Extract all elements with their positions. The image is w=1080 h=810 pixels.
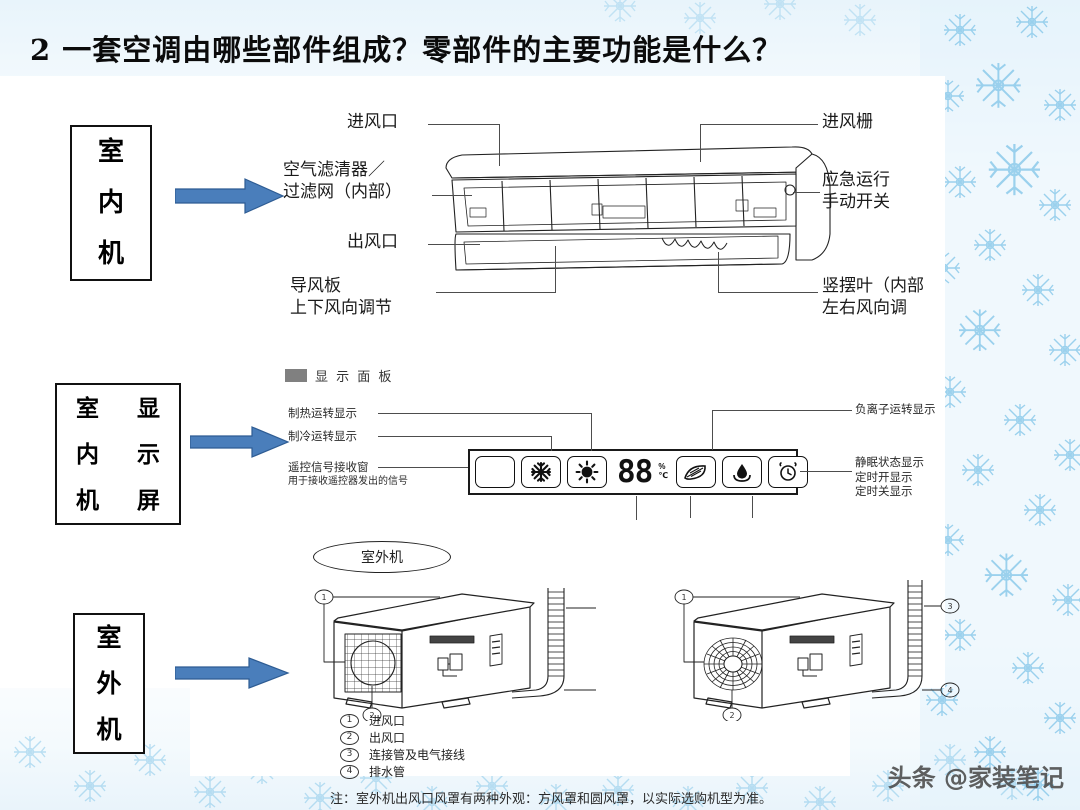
outdoor-unit-square-grille: 1 2 bbox=[314, 588, 596, 721]
label-char: 外 bbox=[96, 668, 122, 698]
label-char: 示 bbox=[137, 440, 160, 468]
legend-number: 3 bbox=[340, 748, 359, 762]
leader-line bbox=[712, 410, 852, 411]
leader-line bbox=[555, 246, 556, 293]
legend-number: 1 bbox=[340, 714, 359, 728]
oval-label-text: 室外机 bbox=[361, 550, 403, 566]
leader-line bbox=[718, 292, 818, 293]
label-char: 室 bbox=[76, 394, 99, 422]
leader-line bbox=[712, 410, 713, 450]
callout-indoor-air-filter: 空气滤清器／ 过滤网（内部） bbox=[283, 160, 402, 202]
section-label-indoor-display: 室 显 内 示 机 屏 bbox=[55, 383, 181, 525]
callout-number: 2 bbox=[369, 711, 374, 720]
receiver-window-icon[interactable] bbox=[475, 456, 515, 488]
callout-cooling-indicator: 制冷运转显示 bbox=[288, 429, 357, 443]
callout-indoor-air-outlet: 出风口 bbox=[347, 232, 398, 252]
leader-line bbox=[428, 244, 480, 245]
watermark: 头条 @家装笔记 bbox=[887, 764, 1064, 792]
outdoor-unit-oval-label: 室外机 bbox=[313, 541, 451, 573]
leader-line bbox=[428, 124, 500, 125]
callout-number: 4 bbox=[947, 686, 952, 695]
leader-line bbox=[551, 436, 552, 451]
legend-number: 2 bbox=[340, 731, 359, 745]
alarm-clock-icon[interactable] bbox=[768, 456, 809, 488]
swatch-icon bbox=[285, 369, 307, 382]
callout-indoor-vertical-vane: 竖摆叶（内部 左右风向调 bbox=[822, 276, 924, 318]
leader-line bbox=[432, 195, 472, 196]
callout-anion-indicator: 负离子运转显示 bbox=[855, 402, 936, 416]
legend-item: 1 进风口 bbox=[340, 714, 465, 728]
label-char: 屏 bbox=[137, 486, 160, 514]
unit-celsius: ℃ bbox=[658, 471, 669, 480]
leader-line bbox=[718, 252, 719, 293]
label-char: 机 bbox=[97, 238, 124, 269]
leader-line bbox=[690, 496, 691, 518]
callout-sleep-timer-indicators: 静眠状态显示 定时开显示 定时关显示 bbox=[855, 455, 924, 499]
leaf-glyph bbox=[684, 465, 706, 480]
leader-line bbox=[752, 496, 753, 518]
callout-indoor-intake-grille: 进风栅 bbox=[822, 112, 873, 132]
leader-line bbox=[700, 124, 701, 162]
leader-line bbox=[378, 436, 552, 437]
legend-text: 连接管及电气接线 bbox=[369, 747, 466, 762]
legend-item: 2 出风口 bbox=[340, 731, 465, 745]
snowflake-icon[interactable] bbox=[521, 456, 561, 488]
legend-text: 排水管 bbox=[369, 764, 406, 779]
indoor-unit-illustration bbox=[445, 146, 831, 271]
outdoor-unit-legend: 1 进风口 2 出风口 3 连接管及电气接线 4 排水管 bbox=[340, 714, 465, 782]
leaf-icon[interactable] bbox=[676, 456, 717, 488]
sun-glyph bbox=[575, 460, 599, 484]
leader-line bbox=[378, 467, 468, 468]
legend-text: 进风口 bbox=[369, 713, 406, 728]
callout-remote-receiver-desc: 用于接收遥控器发出的信号 bbox=[288, 476, 408, 487]
arrow-indoor-unit bbox=[175, 178, 285, 214]
leader-line bbox=[499, 124, 500, 166]
label-char: 机 bbox=[96, 714, 122, 744]
callout-remote-receiver: 遥控信号接收窗 bbox=[288, 460, 369, 474]
legend-item: 4 排水管 bbox=[340, 765, 465, 779]
display-units: % ℃ bbox=[658, 462, 669, 481]
leader-line bbox=[700, 124, 818, 125]
callout-indoor-air-inlet: 进风口 bbox=[347, 112, 398, 132]
label-char: 内 bbox=[76, 440, 99, 468]
callout-number: 2 bbox=[729, 711, 734, 720]
label-char: 内 bbox=[97, 187, 124, 218]
legend-item: 3 连接管及电气接线 bbox=[340, 748, 465, 762]
callout-number: 1 bbox=[321, 593, 326, 602]
callout-heating-indicator: 制热运转显示 bbox=[288, 406, 357, 420]
leader-line bbox=[591, 413, 592, 451]
section-label-indoor-unit: 室 内 机 bbox=[70, 125, 152, 281]
legend-number: 4 bbox=[340, 765, 359, 779]
water-drop-icon[interactable] bbox=[722, 456, 763, 488]
callout-indoor-emergency-switch: 应急运行 手动开关 bbox=[822, 170, 890, 212]
water-drop-glyph bbox=[733, 464, 751, 482]
leader-line bbox=[436, 292, 556, 293]
leader-line bbox=[636, 496, 637, 520]
display-panel-header-text: 显 示 面 板 bbox=[315, 370, 394, 385]
outdoor-unit-note: 注：室外机出风口风罩有两种外观：方风罩和圆风罩，以实际选购机型为准。 bbox=[330, 792, 773, 807]
legend-text: 出风口 bbox=[369, 730, 406, 745]
callout-indoor-air-deflector: 导风板 上下风向调节 bbox=[290, 276, 392, 318]
arrow-display-panel bbox=[190, 426, 290, 458]
page-title: 2 一套空调由哪些部件组成？零部件的主要功能是什么？ bbox=[30, 33, 783, 67]
display-panel-section-header: 显 示 面 板 bbox=[285, 366, 393, 385]
alarm-clock-glyph bbox=[779, 461, 797, 481]
callout-number: 1 bbox=[681, 593, 686, 602]
label-char: 显 bbox=[137, 394, 160, 422]
label-char: 室 bbox=[97, 137, 124, 168]
snowflake-glyph bbox=[530, 461, 552, 483]
leader-line bbox=[378, 413, 592, 414]
label-char: 室 bbox=[96, 623, 122, 653]
sun-icon[interactable] bbox=[567, 456, 607, 488]
display-panel-strip: 88 % ℃ bbox=[468, 449, 809, 495]
leader-line bbox=[793, 192, 820, 193]
leader-line bbox=[800, 471, 852, 472]
label-char: 机 bbox=[76, 486, 99, 514]
outdoor-unit-round-grille: 1 2 3 4 bbox=[674, 580, 960, 721]
callout-number: 3 bbox=[947, 602, 952, 611]
arrow-outdoor-unit bbox=[175, 657, 290, 689]
unit-percent: % bbox=[658, 462, 666, 472]
seven-segment-display: 88 bbox=[617, 453, 653, 490]
section-label-outdoor-unit: 室 外 机 bbox=[73, 613, 145, 754]
